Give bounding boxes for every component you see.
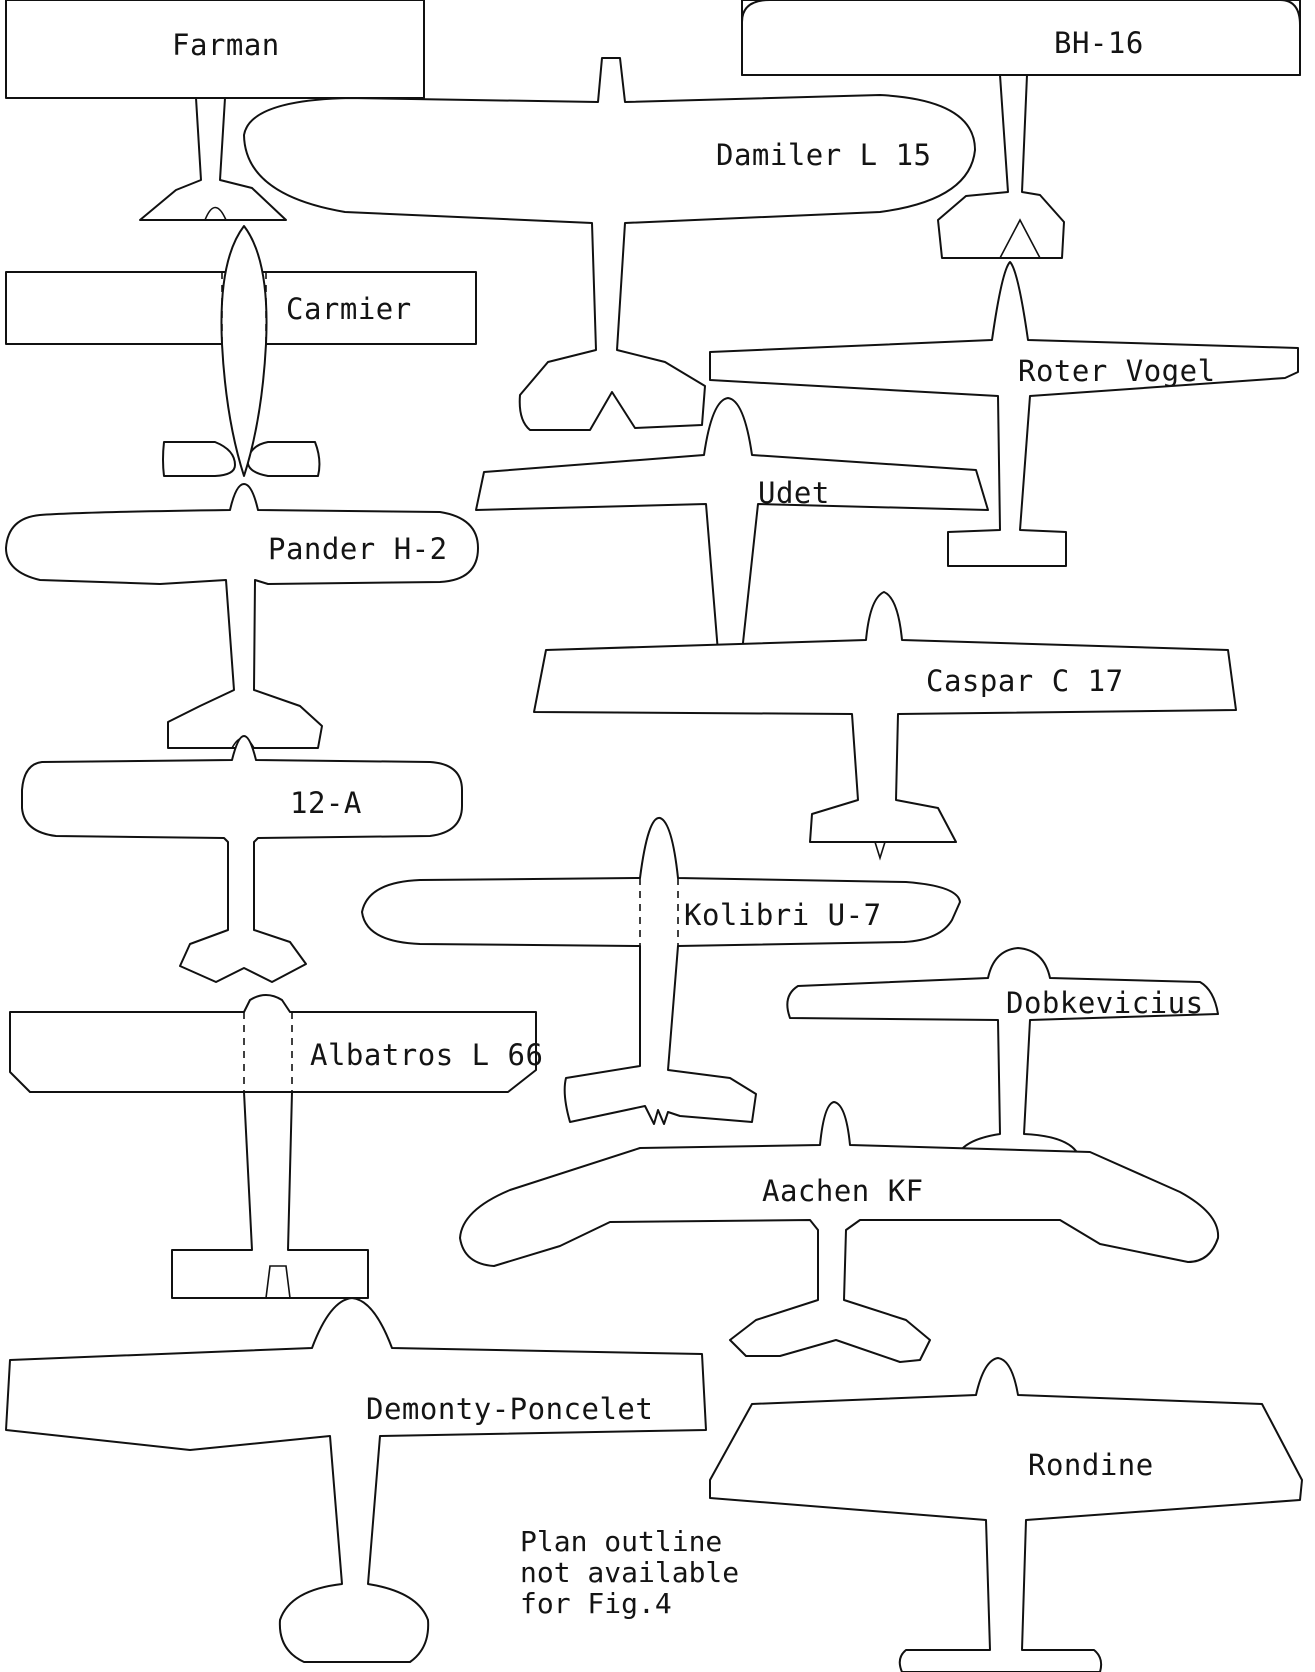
albatros-outline [9,994,537,1299]
label-aachen: Aachen KF [762,1174,924,1208]
farman-outline [5,0,425,221]
label-damiler: Damiler L 15 [716,138,932,172]
label-demonty: Demonty-Poncelet [366,1392,654,1426]
label-kolibri: Kolibri U-7 [684,898,882,932]
a12-outline [21,735,463,983]
label-udet: Udet [758,476,830,510]
label-carmier: Carmier [286,292,412,326]
bh16-outline [740,0,1301,259]
label-albatros: Albatros L 66 [310,1038,544,1072]
carmier-outline [5,225,477,477]
pander-outline [5,483,479,749]
label-caspar: Caspar C 17 [926,664,1124,698]
damiler-outline [243,57,976,431]
label-12a: 12-A [290,786,362,820]
label-roter-vogel: Roter Vogel [1018,354,1216,388]
label-farman: Farman [172,28,280,62]
kolibri-outline [361,817,961,1125]
rondine-outline [709,1357,1303,1672]
caspar-outline [533,591,1237,861]
label-rondine: Rondine [1028,1448,1154,1482]
label-bh16: BH-16 [1054,26,1144,60]
demonty-outline [5,1297,707,1663]
label-dobkevicius: Dobkevicius [1006,986,1204,1020]
label-pander: Pander H-2 [268,532,448,566]
roter-vogel-outline [709,261,1299,567]
aachen-outline [459,1101,1220,1363]
plan-outline-note: Plan outline not available for Fig.4 [520,1525,740,1620]
